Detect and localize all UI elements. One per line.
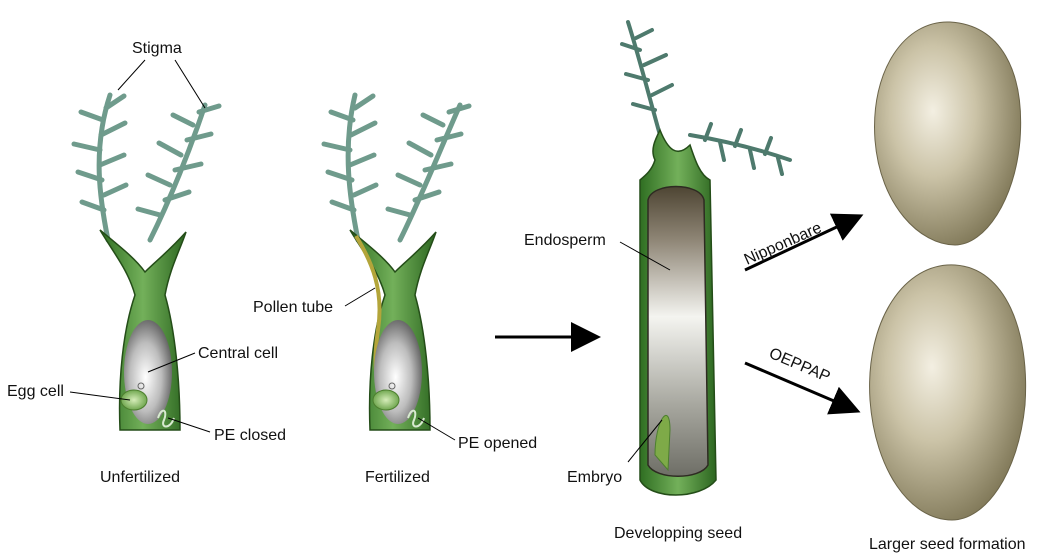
embryo-label: Embryo [567, 469, 622, 486]
oeppap-label: OEPPAP [766, 345, 832, 386]
pe-opened-shape [407, 409, 425, 428]
endosperm-shape [647, 185, 709, 477]
stage-unfertilized-label: Unfertilized [100, 469, 180, 486]
leader-lines [69, 59, 671, 463]
stigma-withered-right [688, 122, 792, 176]
stigma-feather-left-2 [321, 92, 379, 243]
pe-opened-label: PE opened [458, 435, 537, 452]
developing-seed [620, 20, 792, 496]
egg-cell-label: Egg cell [7, 383, 64, 400]
stigma-withered-top [620, 20, 674, 137]
stigma-feather-left [71, 92, 129, 243]
seed-nipponbare [874, 21, 1022, 246]
stigma-label: Stigma [132, 40, 182, 57]
pistil-fertilized [321, 92, 472, 431]
embryo-shape [654, 415, 671, 472]
oeppap-arrow [744, 361, 861, 415]
egg-cell-shape-2 [372, 389, 400, 411]
nipponbare-arrow [744, 213, 864, 272]
polar-nucleus [137, 382, 145, 390]
endosperm-label: Endosperm [524, 232, 606, 249]
seed-oeppap [869, 264, 1027, 521]
pistil-unfertilized [71, 92, 222, 431]
pe-closed-shape [157, 409, 175, 428]
egg-cell-shape [120, 389, 148, 411]
nipponbare-label: Nipponbare [742, 219, 825, 268]
stage-fertilized-label: Fertilized [365, 469, 430, 486]
central-cell-label: Central cell [198, 345, 278, 362]
polar-nucleus-2 [388, 382, 396, 390]
pollen-tube-label: Pollen tube [253, 299, 333, 316]
stigma-feather-right-2 [385, 102, 472, 243]
stage-larger-seed-label: Larger seed formation [869, 536, 1026, 553]
pe-closed-label: PE closed [214, 427, 286, 444]
stage-developing-seed-label: Developping seed [614, 525, 742, 542]
stigma-feather-right [135, 102, 222, 243]
